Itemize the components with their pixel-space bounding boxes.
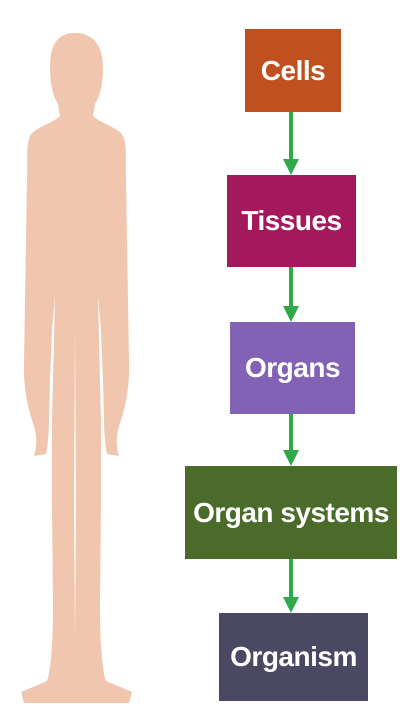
level-box-cells: Cells xyxy=(245,29,341,112)
arrow-head xyxy=(283,597,299,613)
arrow-organs-to-organ-systems xyxy=(283,414,299,466)
level-box-organism: Organism xyxy=(219,613,368,701)
level-box-organ-systems: Organ systems xyxy=(185,466,397,559)
level-label-tissues: Tissues xyxy=(241,205,341,237)
level-box-organs: Organs xyxy=(230,322,355,414)
level-label-organs: Organs xyxy=(245,352,340,384)
level-box-tissues: Tissues xyxy=(227,175,356,267)
arrow-head xyxy=(283,159,299,175)
arrow-head xyxy=(283,450,299,466)
level-label-cells: Cells xyxy=(261,55,325,87)
arrow-tissues-to-organs xyxy=(283,267,299,322)
level-label-organ-systems: Organ systems xyxy=(193,497,389,529)
arrow-head xyxy=(283,306,299,322)
arrow-organ-systems-to-organism xyxy=(283,559,299,613)
level-label-organism: Organism xyxy=(230,641,357,673)
arrow-cells-to-tissues xyxy=(283,112,299,175)
